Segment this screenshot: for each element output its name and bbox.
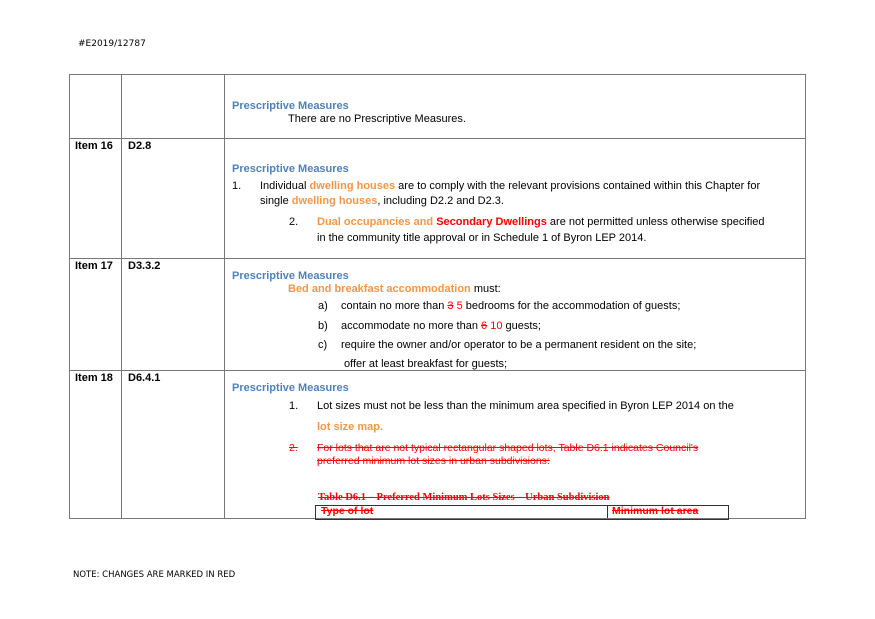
row-divider-2 — [69, 258, 806, 259]
deleted-value: 6 — [481, 320, 488, 332]
clause-number: D3.3.2 — [128, 260, 161, 272]
inserted-value: 5 — [456, 300, 463, 312]
paragraph-line: Dual occupancies and Secondary Dwellings… — [317, 216, 765, 228]
paragraph-line: accommodate no more than 6 10 guests; — [341, 320, 541, 332]
paragraph-line: Bed and breakfast accommodation must: — [288, 283, 501, 295]
changed-term: dwelling houses — [309, 180, 396, 192]
row-heading: Prescriptive Measures — [232, 100, 349, 112]
list-label: b) — [318, 320, 328, 332]
row-text: There are no Prescriptive Measures. — [288, 113, 466, 125]
changed-term: lot size map — [317, 421, 380, 433]
deleted-paragraph-line: For lots that are not typical rectangula… — [317, 442, 699, 454]
deleted-list-number: 2. — [289, 442, 298, 454]
inserted-value: 10 — [490, 320, 503, 332]
column-divider-2 — [224, 74, 225, 519]
row-divider-1 — [69, 138, 806, 139]
row-heading: Prescriptive Measures — [232, 382, 349, 394]
list-label: a) — [318, 300, 328, 312]
paragraph-line: offer at least breakfast for guests; — [344, 358, 508, 370]
deleted-value: 3 — [447, 300, 454, 312]
paragraph-line: in the community title approval or in Sc… — [317, 232, 647, 244]
table-border-left — [69, 74, 70, 519]
paragraph-line: lot size map. — [317, 421, 384, 433]
deleted-column-header: Type of lot — [321, 505, 374, 517]
deleted-table-title: Table D6.1 – Preferred Minimum Lots Size… — [318, 492, 610, 503]
row-heading: Prescriptive Measures — [232, 270, 349, 282]
table-border-right — [805, 74, 806, 519]
list-number: 1. — [232, 180, 242, 192]
paragraph-line: Lot sizes must not be less than the mini… — [317, 400, 734, 412]
changed-term: Secondary Dwellings — [436, 216, 547, 228]
item-number: Item 18 — [75, 372, 113, 384]
deleted-table — [315, 505, 729, 520]
list-number: 2. — [289, 216, 299, 228]
list-number: 1. — [289, 400, 299, 412]
paragraph-line: Individual dwelling houses are to comply… — [260, 180, 761, 192]
list-label: c) — [318, 339, 328, 351]
document-reference: #E2019/12787 — [78, 39, 146, 49]
changed-term: dwelling houses — [291, 195, 378, 207]
table-border-bottom — [69, 518, 806, 519]
footer-note: NOTE: CHANGES ARE MARKED IN RED — [73, 570, 236, 580]
paragraph-line: require the owner and/or operator to be … — [341, 339, 697, 351]
deleted-table-divider — [607, 505, 608, 518]
row-divider-3 — [69, 370, 806, 371]
paragraph-line: contain no more than 3 5 bedrooms for th… — [341, 300, 681, 312]
row-heading: Prescriptive Measures — [232, 163, 349, 175]
deleted-paragraph-line: preferred minimum lot sizes in urban sub… — [317, 455, 550, 467]
table-border-top — [69, 74, 806, 75]
clause-number: D2.8 — [128, 140, 152, 152]
item-number: Item 16 — [75, 140, 113, 152]
paragraph-line: single dwelling houses, including D2.2 a… — [260, 195, 504, 207]
item-number: Item 17 — [75, 260, 113, 272]
column-divider-1 — [121, 74, 122, 519]
deleted-column-header: Minimum lot area — [612, 505, 699, 517]
clause-number: D6.4.1 — [128, 372, 161, 384]
